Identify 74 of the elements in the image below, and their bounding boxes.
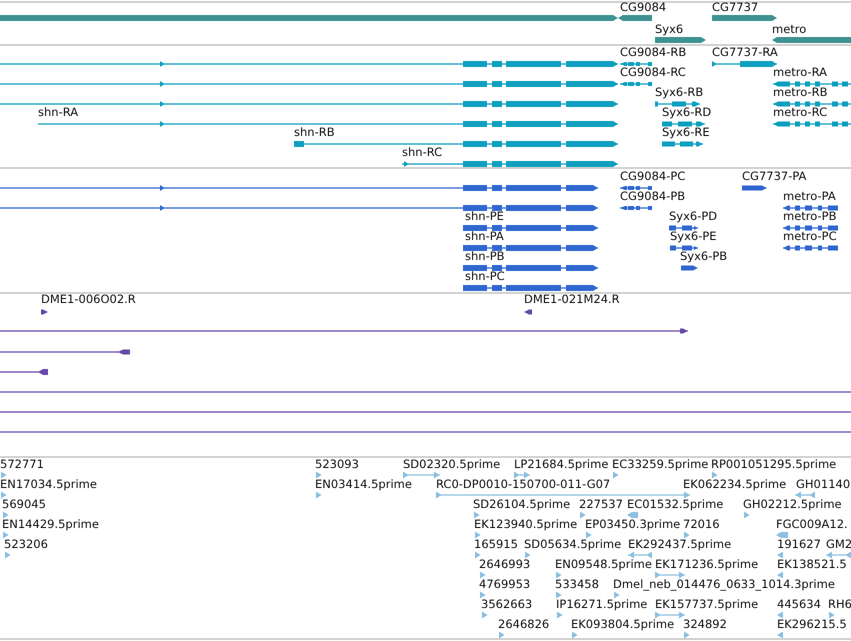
feature-label: shn-RB [294,126,335,139]
feature-label: EK093804.5prime [571,618,674,631]
feature-label: EC01532.5prime [627,498,724,511]
feature-label: EN17034.5prime [0,478,97,491]
feature-label: 523206 [4,538,48,551]
feature-label: Syx6-RD [662,106,712,119]
feature-label: EK062234.5prime [683,478,786,491]
feature-label: metro-PC [783,230,837,243]
feature-label: EK296215.5 [777,618,847,631]
feature-label: 3562663 [481,598,532,611]
feature-label: CG9084-PC [620,170,686,183]
feature-label: GM2 [826,538,851,551]
feature-label: EK171236.5prime [655,558,758,571]
feature-label: SD02320.5prime [403,458,500,471]
feature-label: RH6 [828,598,851,611]
feature-label: 227537 [579,498,623,511]
feature-label: metro-RC [773,106,828,119]
feature-label: Dmel_neb_014476_0633_1014.3prime [613,578,835,591]
feature-label: 572771 [0,458,44,471]
feature-label: shn-PC [465,270,505,283]
feature-label: CG9084-RB [620,46,686,59]
feature-label: SD05634.5prime [524,538,622,551]
feature-label: 165915 [474,538,518,551]
feature-label: shn-PA [465,230,504,243]
feature-label: RP001051295.5prime [711,458,836,471]
feature-label: Syx6-RE [662,126,710,139]
feature-label: CG9084 [620,1,666,14]
feature-label: 4769953 [479,578,530,591]
feature-label: DME1-006O02.R [41,293,136,306]
feature-label: shn-PE [465,210,504,223]
feature-label: Syx6-PB [680,250,728,263]
feature-label: EP03450.3prime [585,518,680,531]
feature-label: EK292437.5prime [628,538,732,551]
feature-label: EK138521.5 [777,558,847,571]
feature-label: EN09548.5prime [555,558,652,571]
feature-label: 445634 [777,598,821,611]
feature-label: IP16271.5prime [556,598,648,611]
feature-label: CG9084-RC [620,66,686,79]
feature-label: metro-PB [783,210,836,223]
feature-label: 569045 [2,498,46,511]
feature-label: EC33259.5prime [612,458,708,471]
feature-label: Syx6-PE [670,230,717,243]
feature-label: CG9084-PB [620,190,686,203]
feature-label: shn-PB [465,250,505,263]
feature-label: Syx6-RB [655,86,704,99]
feature-label: 191627 [777,538,821,551]
feature-label: 324892 [683,618,727,631]
feature-label: metro [772,23,806,36]
feature-label: Syx6 [655,23,684,36]
feature-label: metro-PA [783,190,836,203]
feature-label: EK157737.5prime [655,598,758,611]
feature-label: EK123940.5prime [474,518,578,531]
feature-label: 2646826 [498,618,550,631]
feature-label: EN03414.5prime [315,478,412,491]
feature-label: CG7737-RA [712,46,778,59]
feature-label: GH01140 [796,478,850,491]
feature-label: EN14429.5prime [2,518,99,531]
feature-label: SD26104.5prime [473,498,570,511]
feature-label: CG7737-PA [742,170,806,183]
feature-label: metro-RB [773,86,828,99]
feature-label: CG7737 [712,1,758,14]
feature-label: shn-RA [38,106,78,119]
feature-label: RC0-DP0010-150700-011-G07 [436,478,610,491]
feature-label: 2646993 [479,558,530,571]
feature-label: 523093 [315,458,359,471]
feature-label: LP21684.5prime [514,458,608,471]
feature-label: DME1-021M24.R [524,293,620,306]
feature-label: Syx6-PD [669,210,718,223]
feature-label: GH02212.5prime [743,498,842,511]
feature-label: shn-RC [402,146,442,159]
feature-label: 533458 [555,578,599,591]
feature-label: FGC009A12. [776,518,848,531]
feature-label: 72016 [683,518,720,531]
feature-label: metro-RA [773,66,828,79]
